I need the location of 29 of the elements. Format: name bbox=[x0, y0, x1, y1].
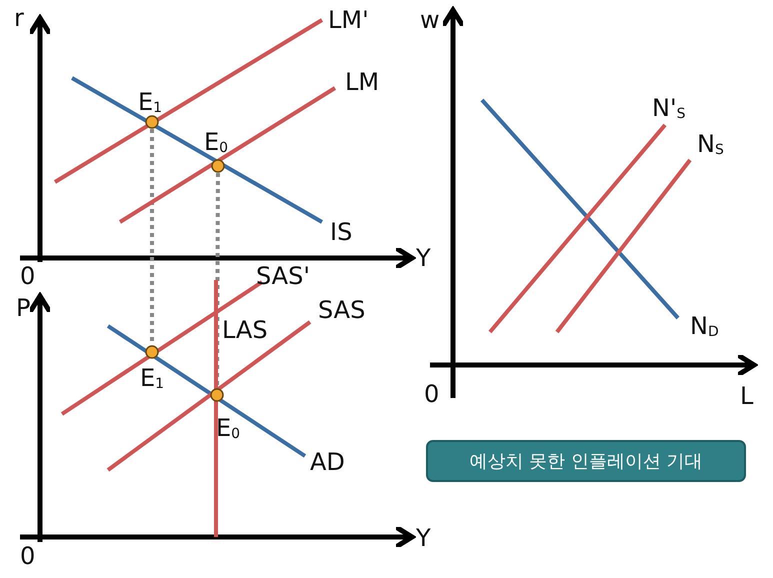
axis-label: P bbox=[16, 296, 30, 320]
origin-label: 0 bbox=[20, 544, 36, 568]
curve-label: LM bbox=[345, 70, 380, 94]
caption-box: 예상치 못한 인플레이션 기대 bbox=[426, 440, 746, 482]
point-label: E$_{1}$ bbox=[140, 366, 164, 391]
origin-label: 0 bbox=[20, 264, 36, 288]
point-label: E$_{0}$ bbox=[204, 130, 228, 155]
equilibrium-point bbox=[145, 345, 159, 359]
curve-label: N$_{S}$ bbox=[697, 132, 724, 157]
axis-label: Y bbox=[416, 526, 431, 550]
curve-label: AD bbox=[310, 450, 345, 474]
point-label: E$_{1}$ bbox=[138, 90, 162, 115]
axis-label: Y bbox=[416, 246, 431, 270]
axis-label: w bbox=[420, 8, 440, 32]
point-label: E$_{0}$ bbox=[216, 416, 240, 441]
axis-label: L bbox=[740, 384, 754, 408]
curve-label: LM' bbox=[328, 8, 369, 32]
curve-label: IS bbox=[330, 220, 352, 244]
equilibrium-point bbox=[211, 159, 225, 173]
curve-label: N'$_{S}$ bbox=[652, 96, 686, 121]
curve-label: SAS bbox=[318, 298, 366, 322]
curve-label: SAS' bbox=[256, 264, 310, 288]
axis-label: r bbox=[14, 6, 24, 30]
equilibrium-point bbox=[210, 388, 224, 402]
origin-label: 0 bbox=[424, 382, 440, 406]
curve-label: N$_{D}$ bbox=[690, 314, 719, 339]
equilibrium-point bbox=[145, 115, 159, 129]
guide-line bbox=[215, 173, 220, 388]
curve-label: LAS bbox=[222, 318, 268, 342]
